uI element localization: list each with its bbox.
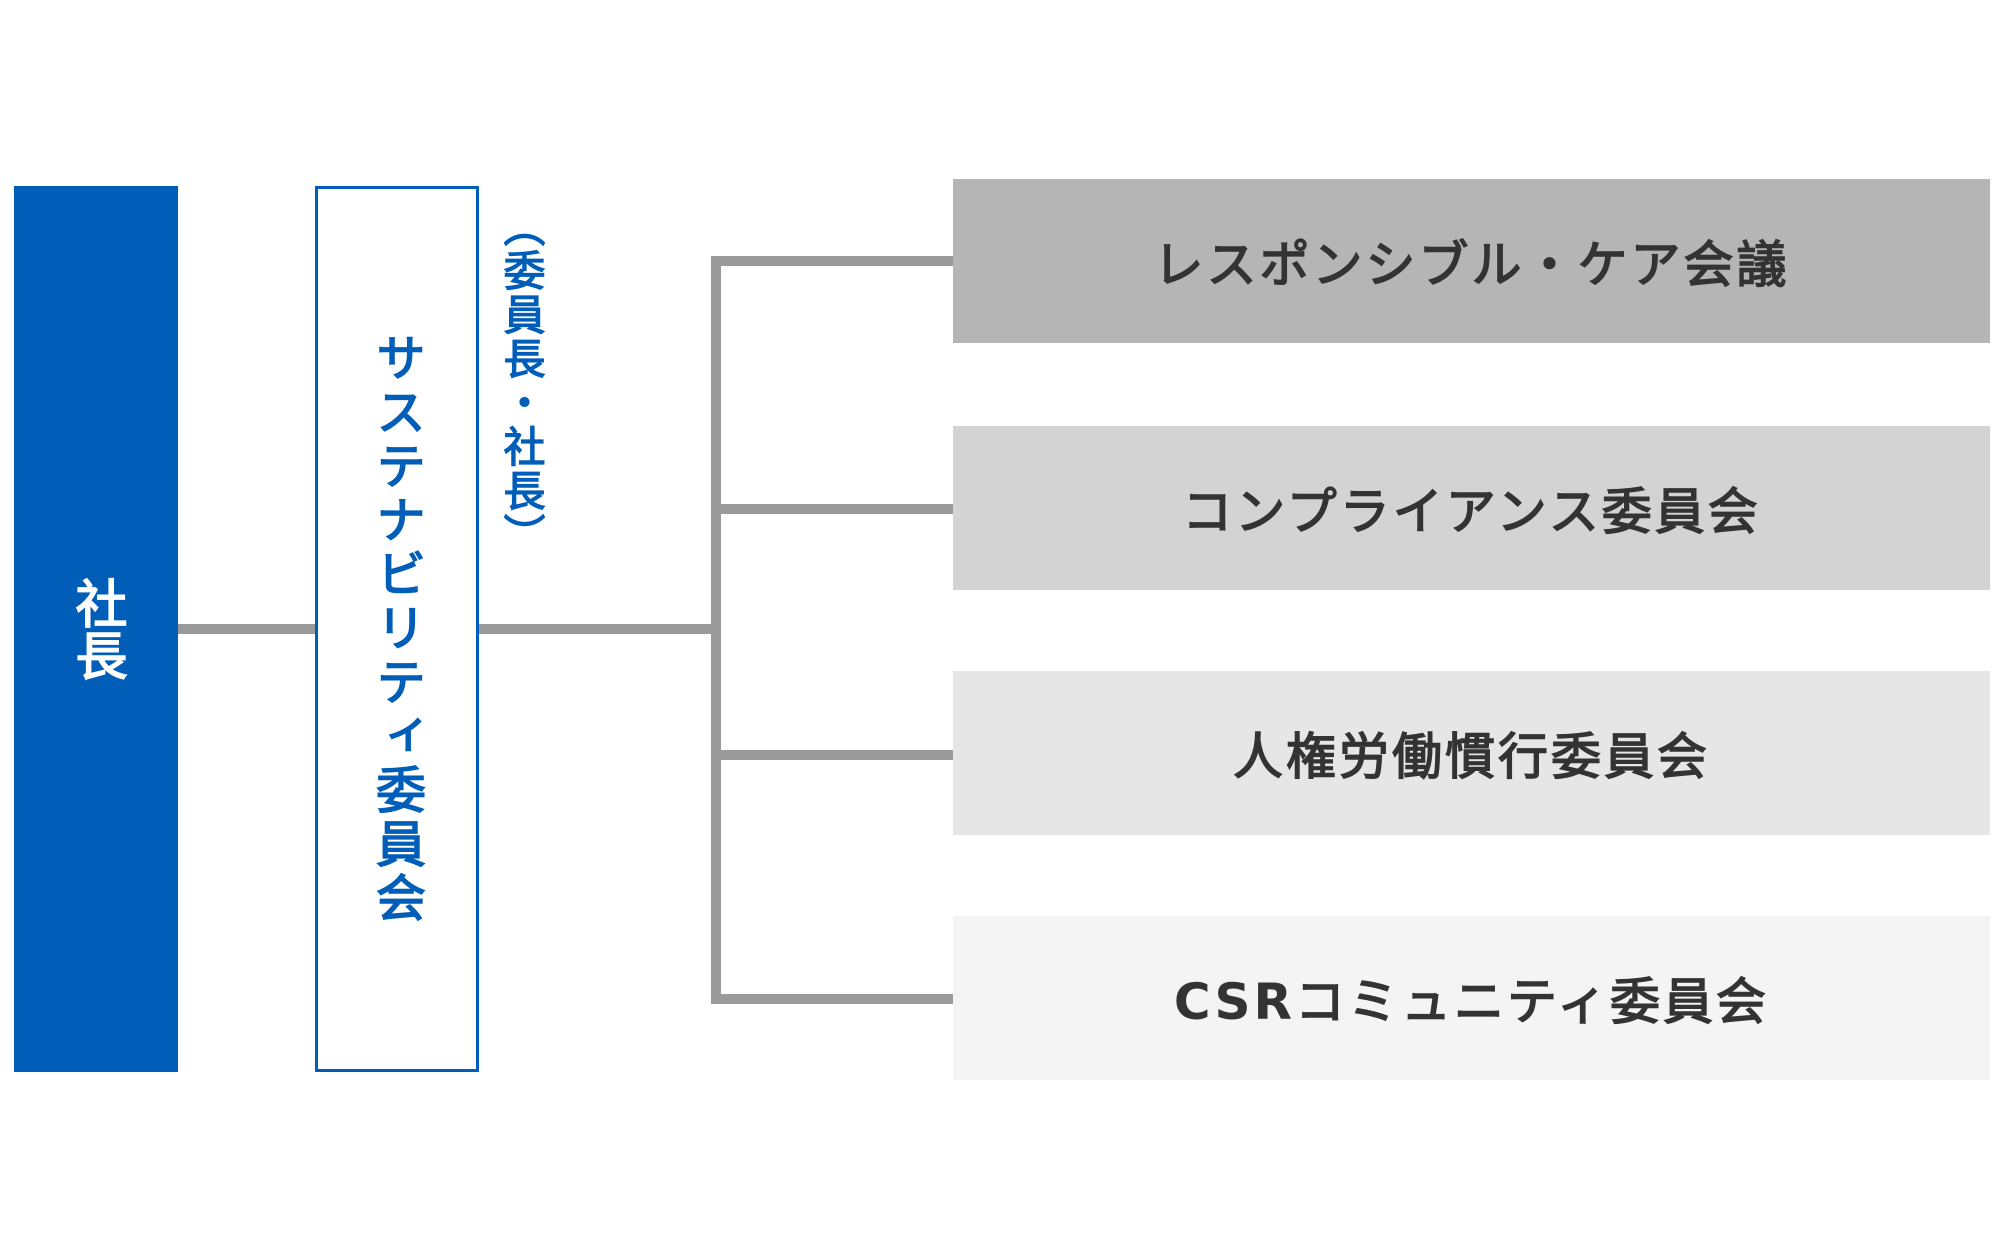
- subcommittee-responsible-care: レスポンシブル・ケア会議: [953, 179, 1990, 343]
- president-label: 社長: [66, 577, 126, 681]
- subcommittee-label: CSRコミュニティ委員会: [1173, 973, 1770, 1031]
- sustainability-committee-box: サステナビリティ委員会: [315, 186, 479, 1072]
- subcommittee-label: 人権労働慣行委員会: [1233, 728, 1710, 786]
- subcommittee-label: コンプライアンス委員会: [1182, 483, 1761, 541]
- subcommittee-csr-community: CSRコミュニティ委員会: [953, 916, 1990, 1080]
- sustainability-committee-label: サステナビリティ委員会: [368, 332, 426, 926]
- subcommittee-human-rights: 人権労働慣行委員会: [953, 671, 1990, 835]
- subcommittee-label: レスポンシブル・ケア会議: [1153, 236, 1790, 294]
- president-box: 社長: [14, 186, 178, 1072]
- committee-chair-note: （委員長・社長）: [497, 205, 546, 557]
- subcommittee-compliance: コンプライアンス委員会: [953, 426, 1990, 590]
